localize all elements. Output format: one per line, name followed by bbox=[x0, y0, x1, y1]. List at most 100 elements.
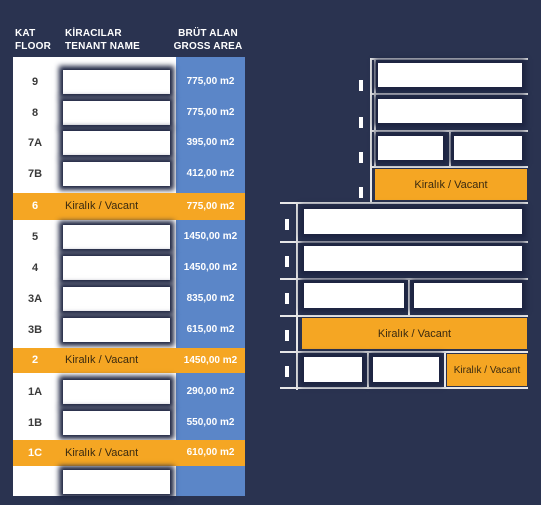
area-cell: 1450,00 m2 bbox=[176, 348, 245, 373]
table-row[interactable] bbox=[13, 467, 245, 497]
tenant-cell: Kiralık / Vacant bbox=[65, 200, 139, 212]
floor-line bbox=[280, 278, 528, 280]
tenant-cell bbox=[63, 380, 170, 404]
area-cell: 775,00 m2 bbox=[176, 193, 245, 220]
window-tick bbox=[359, 117, 363, 128]
tenant-block-8 bbox=[378, 99, 522, 123]
tenant-cell bbox=[63, 411, 170, 435]
floor-divider bbox=[367, 353, 369, 387]
floor-cell: 3A bbox=[27, 293, 43, 305]
area-header-tr: BRÜT ALAN bbox=[178, 28, 238, 39]
floor-cell: 1C bbox=[27, 447, 43, 459]
table-row[interactable]: 3A 835,00 m2 bbox=[13, 284, 245, 314]
area-header: BRÜT ALAN GROSS AREA bbox=[172, 27, 244, 53]
tenant-header-tr: KİRACILAR bbox=[65, 28, 122, 39]
floor-cell: 4 bbox=[31, 262, 39, 274]
area-cell: 615,00 m2 bbox=[186, 324, 235, 335]
vacant-block-1c[interactable]: Kiralık / Vacant bbox=[447, 354, 527, 386]
window-tick bbox=[359, 80, 363, 91]
floor-line bbox=[280, 387, 528, 389]
tenant-cell bbox=[63, 162, 170, 186]
floor-cell: 2 bbox=[31, 354, 39, 366]
floor-line bbox=[370, 130, 528, 132]
area-cell: 550,00 m2 bbox=[186, 417, 235, 428]
vacant-block-2[interactable]: Kiralık / Vacant bbox=[302, 318, 527, 349]
table-row[interactable]: 8 775,00 m2 bbox=[13, 98, 245, 128]
tenant-cell: Kiralık / Vacant bbox=[65, 354, 139, 366]
floor-line bbox=[280, 351, 528, 353]
floor-line bbox=[280, 202, 528, 204]
area-cell: 775,00 m2 bbox=[186, 76, 235, 87]
tenant-cell bbox=[63, 131, 170, 155]
table-row[interactable]: 1A 290,00 m2 bbox=[13, 377, 245, 407]
window-tick bbox=[285, 293, 289, 304]
floor-header-en: FLOOR bbox=[15, 41, 51, 52]
table-row[interactable]: 9 775,00 m2 bbox=[13, 67, 245, 97]
table-row-vacant[interactable]: 2 Kiralık / Vacant 1450,00 m2 bbox=[13, 348, 245, 373]
floor-cell: 7A bbox=[27, 137, 43, 149]
table-row[interactable]: 1B 550,00 m2 bbox=[13, 408, 245, 438]
floor-header-tr: KAT bbox=[15, 28, 36, 39]
tenant-block-9 bbox=[378, 63, 522, 87]
floor-line bbox=[280, 241, 528, 243]
tenant-block-7a bbox=[378, 136, 443, 160]
area-cell: 290,00 m2 bbox=[186, 386, 235, 397]
area-header-en: GROSS AREA bbox=[173, 41, 243, 52]
tenant-block-4 bbox=[304, 246, 522, 271]
tenant-cell bbox=[63, 287, 170, 311]
floor-cell: 6 bbox=[31, 200, 39, 212]
tenant-cell bbox=[63, 225, 170, 249]
floor-cell: 8 bbox=[31, 107, 39, 119]
area-cell: 1450,00 m2 bbox=[183, 262, 238, 273]
area-cell bbox=[176, 467, 245, 497]
table-row[interactable]: 3B 615,00 m2 bbox=[13, 315, 245, 345]
floor-divider bbox=[374, 95, 376, 130]
floor-divider bbox=[374, 60, 376, 93]
floor-line bbox=[280, 315, 528, 317]
tenant-block-3a bbox=[304, 283, 404, 308]
floor-divider bbox=[449, 132, 451, 166]
floor-cell: 5 bbox=[31, 231, 39, 243]
table-row-vacant[interactable]: 1C Kiralık / Vacant 610,00 m2 bbox=[13, 440, 245, 466]
floor-cell: 7B bbox=[27, 168, 43, 180]
tenant-block-3b bbox=[414, 283, 522, 308]
floor-cell: 3B bbox=[27, 324, 43, 336]
floor-cell: 1A bbox=[27, 386, 43, 398]
floor-cell: 9 bbox=[31, 76, 39, 88]
tenant-header: KİRACILAR TENANT NAME bbox=[65, 27, 140, 53]
tenant-block-1a bbox=[304, 357, 362, 382]
block-left-edge bbox=[296, 202, 298, 390]
tenant-cell: Kiralık / Vacant bbox=[65, 447, 139, 459]
area-cell: 775,00 m2 bbox=[186, 107, 235, 118]
tenant-header-en: TENANT NAME bbox=[65, 41, 140, 52]
tenant-cell bbox=[63, 256, 170, 280]
floor-line bbox=[370, 93, 528, 95]
window-tick bbox=[359, 187, 363, 198]
area-column-background bbox=[176, 57, 245, 496]
floor-divider bbox=[444, 353, 446, 387]
tenant-block-1b bbox=[373, 357, 439, 382]
table-row[interactable]: 5 1450,00 m2 bbox=[13, 222, 245, 252]
tenant-cell bbox=[63, 101, 170, 125]
vacant-block-6[interactable]: Kiralık / Vacant bbox=[375, 169, 527, 200]
table-row[interactable]: 7B 412,00 m2 bbox=[13, 159, 245, 189]
tenant-cell bbox=[63, 70, 170, 94]
floor-line bbox=[370, 58, 528, 60]
tenant-block-7b bbox=[454, 136, 522, 160]
area-cell: 412,00 m2 bbox=[186, 168, 235, 179]
window-tick bbox=[285, 366, 289, 377]
floor-cell: 1B bbox=[27, 417, 43, 429]
area-cell: 395,00 m2 bbox=[186, 137, 235, 148]
window-tick bbox=[285, 219, 289, 230]
table-row[interactable]: 4 1450,00 m2 bbox=[13, 253, 245, 283]
table-row[interactable]: 7A 395,00 m2 bbox=[13, 128, 245, 158]
window-tick bbox=[359, 152, 363, 163]
tenant-cell bbox=[63, 470, 170, 494]
window-tick bbox=[285, 256, 289, 267]
area-cell: 1450,00 m2 bbox=[183, 231, 238, 242]
tenant-cell bbox=[63, 318, 170, 342]
floor-line bbox=[370, 166, 528, 168]
tenant-block-5 bbox=[304, 209, 522, 234]
table-row-vacant[interactable]: 6 Kiralık / Vacant 775,00 m2 bbox=[13, 193, 245, 220]
area-cell: 835,00 m2 bbox=[186, 293, 235, 304]
